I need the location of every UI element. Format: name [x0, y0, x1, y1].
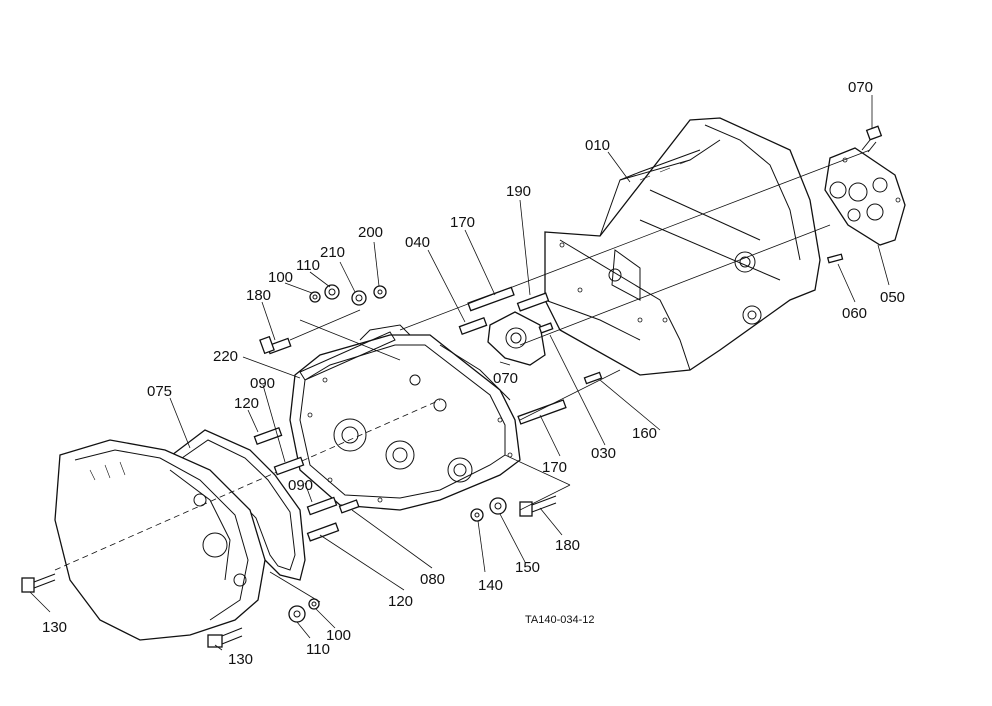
pin-030 — [538, 322, 554, 334]
label-140: 140 — [478, 577, 503, 594]
stud-170-bottom — [517, 399, 567, 425]
label-050: 050 — [880, 289, 905, 306]
stud-090-b — [306, 496, 338, 516]
nut-150 — [489, 497, 507, 515]
label-100-top: 100 — [268, 269, 293, 286]
label-150: 150 — [515, 559, 540, 576]
washer-140 — [470, 508, 484, 522]
transmission-case — [544, 117, 821, 376]
label-040: 040 — [405, 234, 430, 251]
label-080: 080 — [420, 571, 445, 588]
pin-160 — [583, 371, 603, 385]
label-070-mid: 070 — [493, 370, 518, 387]
label-210: 210 — [320, 244, 345, 261]
leader-lines — [29, 95, 890, 651]
label-100-bottom: 100 — [326, 627, 351, 644]
mid-housing — [289, 324, 521, 511]
label-180-right: 180 — [555, 537, 580, 554]
label-130-bottom: 130 — [228, 651, 253, 668]
label-090-b: 090 — [288, 477, 313, 494]
nut-210 — [351, 290, 367, 306]
label-030: 030 — [591, 445, 616, 462]
stud-120-b — [306, 522, 340, 542]
label-170-top: 170 — [450, 214, 475, 231]
washer-100-top — [309, 291, 321, 303]
bolt-070-top — [861, 125, 883, 153]
bolt-040 — [458, 316, 488, 336]
label-180-left: 180 — [246, 287, 271, 304]
label-075: 075 — [147, 383, 172, 400]
label-110-bottom: 110 — [306, 641, 330, 658]
label-010: 010 — [585, 137, 610, 154]
bolt-130-left — [21, 573, 56, 593]
label-130-left: 130 — [42, 619, 67, 636]
label-060: 060 — [842, 305, 867, 322]
clutch-housing — [54, 399, 441, 641]
label-110-top: 110 — [296, 257, 320, 274]
nut-200 — [373, 285, 387, 299]
bearing-holder-070 — [487, 311, 546, 366]
label-170-bottom: 170 — [542, 459, 567, 476]
label-220: 220 — [213, 348, 238, 365]
washer-100-bottom — [308, 598, 320, 610]
stud-090-a — [273, 456, 305, 476]
pin-080 — [338, 499, 360, 514]
label-120-a: 120 — [234, 395, 259, 412]
stud-120-a — [253, 426, 283, 446]
part-labels: 010 070 050 060 190 170 040 200 210 110 … — [42, 79, 905, 668]
stud-170-top — [467, 286, 515, 312]
bolt-130-bottom — [207, 627, 243, 648]
label-070-top: 070 — [848, 79, 873, 96]
reference-code: TA140-034-12 — [525, 614, 595, 626]
label-200: 200 — [358, 224, 383, 241]
gasket-220 — [299, 331, 396, 381]
rear-cover — [824, 147, 906, 246]
label-190: 190 — [506, 183, 531, 200]
nut-110-bottom — [288, 605, 306, 623]
pin-060 — [826, 253, 844, 264]
bolt-180-right — [519, 495, 557, 517]
label-090-a: 090 — [250, 375, 275, 392]
stud-190 — [516, 292, 550, 312]
label-160: 160 — [632, 425, 657, 442]
label-120-b: 120 — [388, 593, 413, 610]
bolt-180-left — [259, 335, 292, 355]
nut-110-top — [324, 284, 340, 300]
